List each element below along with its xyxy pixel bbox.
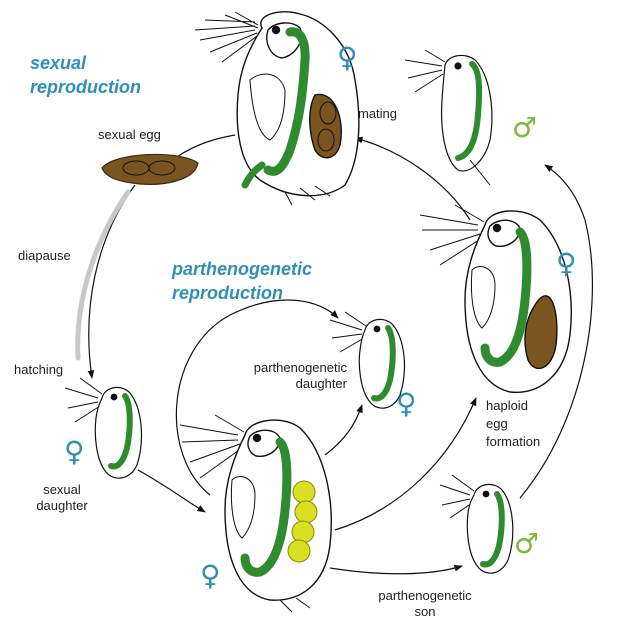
daphnia-male-top	[405, 50, 492, 185]
label-sexual-egg: sexual egg	[98, 127, 161, 142]
sexual-egg-ephippium	[102, 154, 198, 184]
heading-sexual-reproduction-line1: sexual	[30, 52, 86, 74]
female-symbol-mother: ♀	[200, 562, 221, 590]
female-symbol-haploid: ♀	[556, 250, 577, 278]
label-sexual-daughter-line2: daughter	[22, 498, 102, 513]
label-haploid-line1: haploid	[486, 398, 528, 413]
label-hatching: hatching	[14, 362, 63, 377]
arrow-mother-to-daughter	[325, 405, 362, 455]
label-parthenogenetic-son-line2: son	[355, 604, 495, 619]
label-mating: mating	[358, 106, 397, 121]
label-parthenogenetic-daughter-line2: daughter	[225, 376, 347, 391]
female-symbol-parthenogenetic-daughter: ♀	[396, 390, 417, 418]
female-symbol-top: ♀	[337, 44, 358, 72]
heading-sexual-reproduction-line2: reproduction	[30, 76, 141, 98]
label-parthenogenetic-daughter-line1: parthenogenetic	[225, 360, 347, 375]
arrow-mother-to-son	[330, 566, 462, 574]
label-parthenogenetic-son-line1: parthenogenetic	[355, 588, 495, 603]
arrow-sexual-daughter-to-mother	[138, 470, 205, 512]
daphnia-female-haploid	[420, 205, 571, 392]
heading-parthenogenetic-reproduction-line1: parthenogenetic	[172, 258, 312, 280]
heading-parthenogenetic-reproduction-line2: reproduction	[172, 282, 283, 304]
daphnia-parthenogenetic-son	[440, 475, 513, 573]
male-symbol-son: ♂	[514, 530, 539, 558]
label-formation-line3: formation	[486, 434, 540, 449]
diapause-band	[78, 192, 128, 358]
daphnia-female-top	[195, 12, 359, 205]
label-diapause: diapause	[18, 248, 71, 263]
female-symbol-sexual-daughter: ♀	[64, 438, 85, 466]
male-symbol-top-right: ♂	[512, 114, 537, 142]
label-sexual-daughter-line1: sexual	[22, 482, 102, 497]
label-egg-line2: egg	[486, 416, 508, 431]
